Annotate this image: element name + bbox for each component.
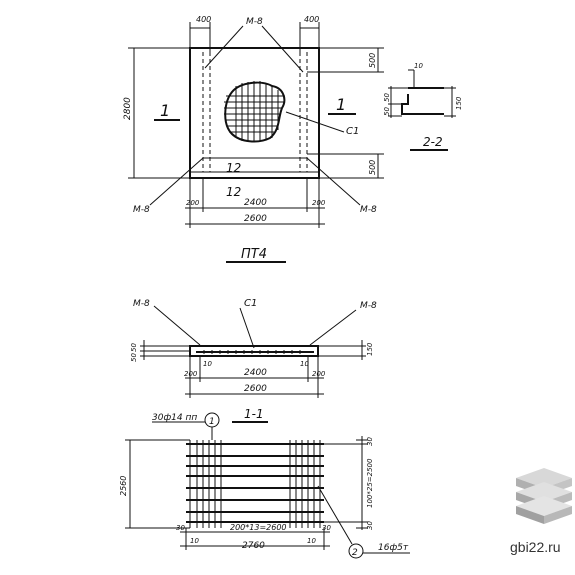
plan-section-mark-right: 1 [336, 95, 346, 114]
mesh-right-dim-top: 30 [366, 437, 374, 446]
mesh-blob [224, 81, 286, 143]
mesh-span-label: 200*13=2600 [230, 523, 287, 532]
mesh-total-width: 2760 [242, 541, 265, 551]
mesh-bottom-small-1: 30 [176, 524, 185, 532]
plan-bottom-right-mark: М-8 [360, 205, 377, 215]
plan-inner-label-top: 12 [226, 161, 241, 175]
mesh-bottom-small-3: 10 [307, 537, 316, 545]
plan-section-mark-left: 1 [160, 101, 170, 120]
section22-left-dim-bottom: 50 [383, 107, 391, 116]
mesh-right-dim-bottom: 30 [366, 521, 374, 530]
plan-bottom-small-right: 200 [312, 199, 326, 207]
section11-left-dim-bottom: 50 [130, 353, 138, 362]
plan-title: ПТ4 [241, 247, 267, 262]
mesh-bubble-2 [348, 543, 364, 559]
plan-mesh-label: С1 [346, 126, 359, 137]
mesh-bottom-small-2: 10 [190, 537, 199, 545]
section-2-2: 10 50 50 150 2-2 [383, 62, 463, 151]
mesh-bubble-1-label: 1 [209, 417, 215, 427]
section11-mark-right: М-8 [360, 301, 377, 311]
section11-right-dim: 150 [366, 342, 374, 356]
section11-small-right-inner: 10 [300, 360, 309, 368]
section11-small-left-outer: 200 [184, 370, 198, 378]
section11-small-left-inner: 10 [203, 360, 212, 368]
mesh-bottom-small-4: 30 [322, 524, 331, 532]
section11-inner-width: 2400 [244, 368, 267, 378]
section11-left-dim-top: 50 [130, 343, 138, 352]
plan-bottom-small-left: 200 [186, 199, 200, 207]
plan-view: 400 400 М-8 2800 500 500 1 1 С1 12 12 М-… [123, 15, 384, 263]
plan-height-dim: 2800 [123, 97, 133, 120]
mesh-plan: 30ф14 пп 1 [119, 412, 410, 559]
plan-inner-width: 2400 [244, 198, 267, 208]
mesh-left-dim: 2560 [119, 476, 128, 496]
section22-left-dim-top: 50 [383, 93, 391, 102]
plan-top-dim-right: 400 [304, 15, 319, 24]
mesh-callout-bottom: 16ф5т [378, 543, 409, 553]
plan-right-dim-bottom: 500 [368, 160, 377, 175]
mesh-callout-top: 30ф14 пп [152, 413, 197, 423]
plan-bottom-left-mark: М-8 [133, 205, 150, 215]
section-1-1: М-8 С1 М-8 50 50 [130, 298, 377, 423]
plan-outer-width: 2600 [244, 214, 267, 224]
mesh-grid [186, 440, 324, 528]
plan-inner-label-bottom: 12 [226, 185, 241, 199]
section22-title: 2-2 [423, 135, 443, 149]
section11-small-right-outer: 200 [312, 370, 326, 378]
plan-outline [189, 47, 320, 179]
watermark-text: gbi22.ru [510, 539, 561, 555]
section11-title: 1-1 [244, 407, 264, 421]
section22-top-dim: 10 [414, 62, 423, 70]
plan-right-dim-top: 500 [368, 53, 377, 68]
plan-top-mark: М-8 [246, 17, 263, 27]
mesh-bubble-2-label: 2 [352, 548, 358, 558]
section11-outer-width: 2600 [244, 384, 267, 394]
section11-mark-top: С1 [244, 298, 257, 309]
section11-mark-left: М-8 [133, 299, 150, 309]
section22-right-dim: 150 [455, 96, 463, 110]
mesh-right-dim-middle: 100*25=2500 [366, 458, 374, 508]
plan-top-dim-left: 400 [196, 15, 211, 24]
watermark-logo [516, 468, 572, 524]
